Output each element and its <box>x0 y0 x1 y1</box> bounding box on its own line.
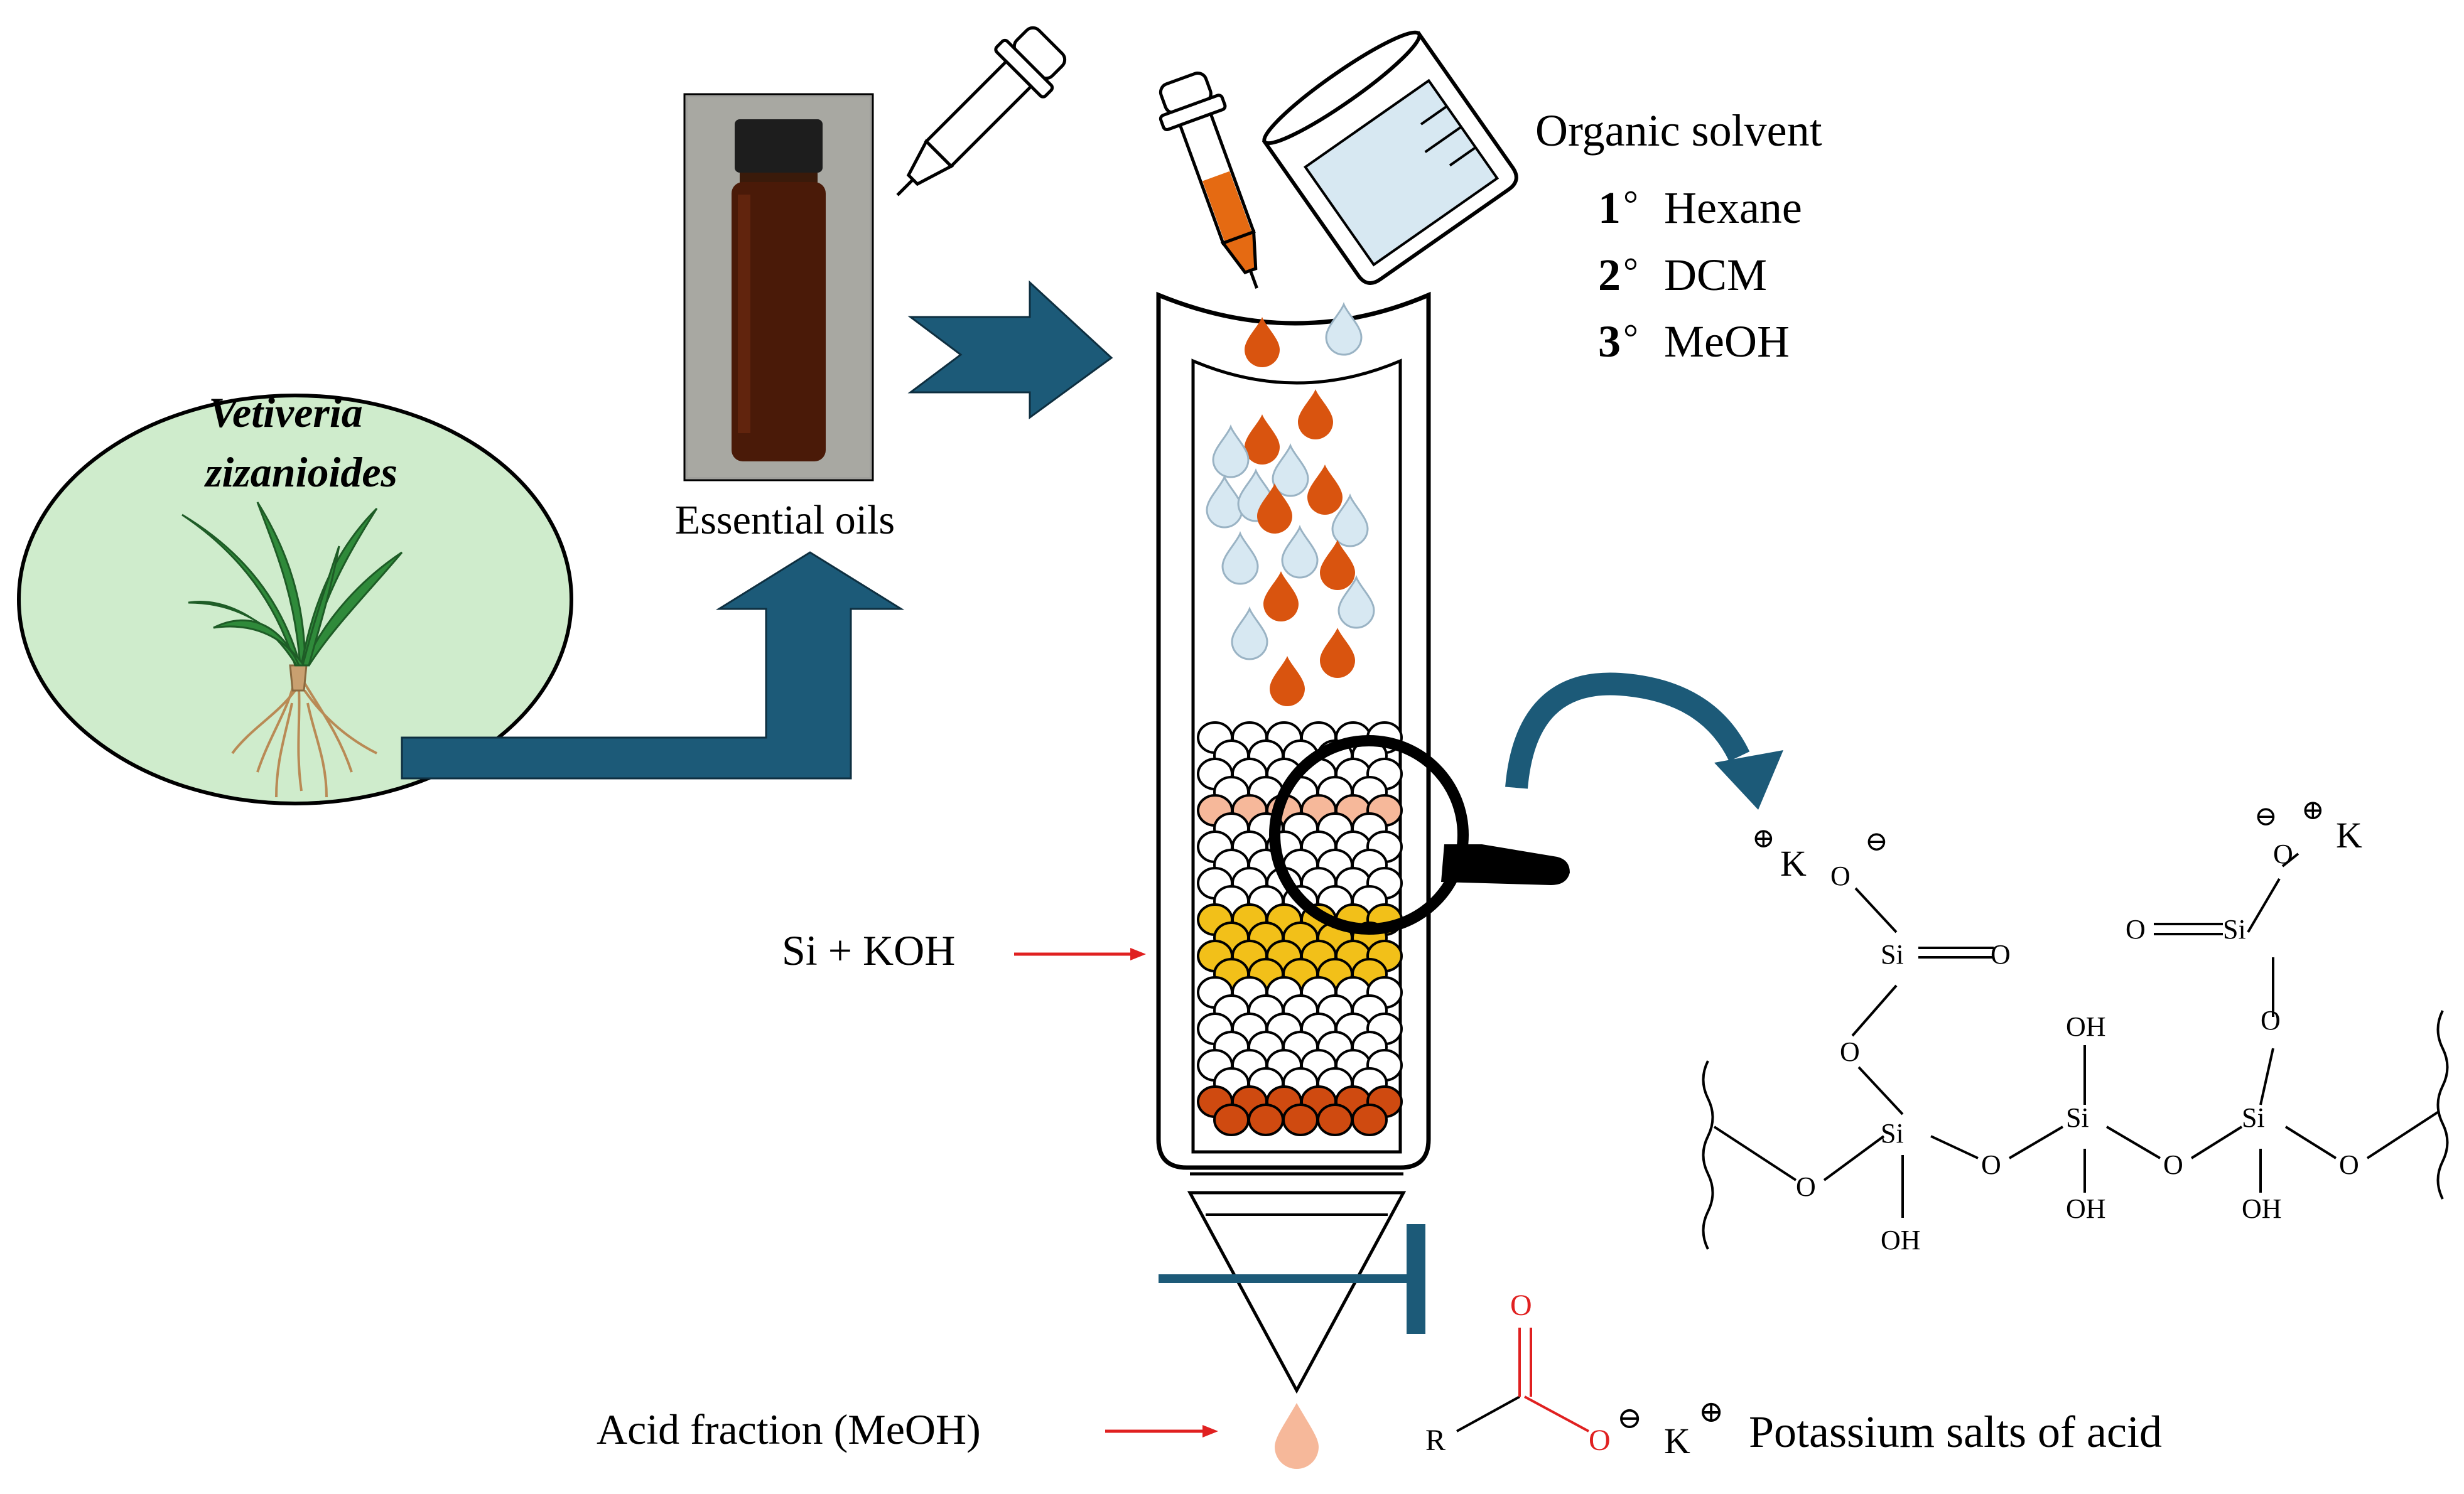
oil-drop <box>1245 414 1280 465</box>
dropper-oil-icon <box>1159 72 1258 289</box>
solvent-drop <box>1337 574 1375 629</box>
solvent-step-1-name: Hexane <box>1664 183 1802 233</box>
atom-si-3: Si <box>2242 1102 2265 1133</box>
solvent-step-2-name: DCM <box>1664 250 1767 300</box>
solvent-step-2-order: 2 <box>1598 250 1621 300</box>
oil-drop <box>1320 628 1355 678</box>
atom-plus-2: ⊕ <box>2301 795 2325 825</box>
vial-label: Essential oils <box>675 497 895 543</box>
stationary-phase-label: Si + KOH <box>782 927 955 974</box>
solvent-step-3-symbol: ° <box>1623 317 1638 358</box>
atom-si-4: Si <box>2223 914 2246 945</box>
atom-k-1: K <box>1780 843 1807 884</box>
curved-arrow <box>1505 672 1783 810</box>
packed-beads <box>1197 721 1403 1136</box>
oil-drop <box>1307 465 1343 515</box>
retained-band-bead <box>1248 1104 1284 1136</box>
vial-body <box>732 182 826 461</box>
solvent-drop <box>1272 443 1309 497</box>
atom-o-anion-1: O <box>1830 861 1851 891</box>
atom-plus-1: ⊕ <box>1752 823 1775 854</box>
vial-cap <box>735 119 823 173</box>
oil-drop <box>1270 656 1305 706</box>
solvent-step-3: 3 ° MeOH <box>1598 316 1790 367</box>
chevron-arrow <box>907 280 1113 419</box>
eluate-pointer-arrow <box>1105 1425 1218 1438</box>
solvent-step-2: 2 ° DCM <box>1598 250 1767 300</box>
silica-structure: O Si OH O Si O O ⊖ ⊕ K O Si OH OH O Si O… <box>1702 795 2449 1255</box>
solvent-step-1-order: 1 <box>1598 183 1621 233</box>
solvent-beaker-icon <box>1262 30 1518 285</box>
atom-o-anion-2: O <box>2273 839 2293 869</box>
atom-o-1: O <box>1796 1171 1816 1202</box>
atom-minus-1: ⊖ <box>1865 826 1888 857</box>
atom-o-4: O <box>2163 1149 2183 1180</box>
solvent-step-1-symbol: ° <box>1623 183 1638 225</box>
chromatography-column <box>1156 291 1431 1394</box>
vetiver-plant-icon <box>181 502 403 798</box>
solvent-drop <box>1331 493 1369 547</box>
atom-si-top: Si <box>1881 939 1904 970</box>
atom-si-1: Si <box>1881 1118 1904 1149</box>
solvent-drop <box>1231 606 1268 660</box>
oil-drop <box>1263 571 1299 621</box>
anion-charge: ⊖ <box>1617 1402 1642 1435</box>
r-group-label: R <box>1425 1424 1445 1457</box>
atom-o-double-2: O <box>2126 914 2146 945</box>
oil-drop <box>1320 540 1355 590</box>
carboxylate-structure: R O O ⊖ K ⊕ Potassium salts of acid <box>1425 1289 2162 1461</box>
falling-drops <box>1206 301 1375 706</box>
plant-name-line2: zizanioides <box>204 448 397 496</box>
solvent-step-3-order: 3 <box>1598 316 1621 367</box>
eluate-drop-icon <box>1275 1403 1319 1469</box>
atom-o-5: O <box>2339 1149 2359 1180</box>
wavy-bond-right <box>2436 1010 2449 1200</box>
atom-minus-2: ⊖ <box>2254 801 2278 832</box>
carbonyl-oxygen: O <box>1510 1289 1532 1322</box>
solvent-drop <box>1221 530 1259 585</box>
oil-drop <box>1245 317 1280 367</box>
product-label: Potassium salts of acid <box>1749 1407 2162 1457</box>
retained-band-bead <box>1317 1104 1353 1136</box>
magnifier-icon <box>1269 735 1570 935</box>
atom-o-3: O <box>1981 1149 2001 1180</box>
atom-k-2: K <box>2336 815 2362 856</box>
atom-oh-2: OH <box>2066 1011 2106 1042</box>
solvent-drop <box>1212 424 1250 478</box>
stationary-pointer-arrow <box>1014 948 1146 960</box>
solvent-drop <box>1281 524 1319 579</box>
dropper-outline-icon <box>896 26 1067 196</box>
atom-si-2: Si <box>2066 1102 2089 1133</box>
atom-o-double-1: O <box>1991 939 2011 970</box>
atom-oh-4: OH <box>2242 1193 2282 1224</box>
anion-oxygen: O <box>1589 1424 1611 1457</box>
wavy-bond-left <box>1702 1060 1714 1250</box>
oil-drop <box>1257 483 1292 534</box>
potassium-charge: ⊕ <box>1699 1395 1724 1429</box>
solvent-drop <box>1325 301 1363 356</box>
acid-fraction-label: Acid fraction (MeOH) <box>597 1405 981 1453</box>
solvent-step-2-symbol: ° <box>1623 250 1638 292</box>
elbow-arrow <box>401 551 905 780</box>
solvent-step-1: 1 ° Hexane <box>1598 183 1802 233</box>
atom-oh-1: OH <box>1881 1225 1921 1255</box>
solvent-step-3-name: MeOH <box>1664 316 1790 367</box>
solvent-title: Organic solvent <box>1535 105 1822 156</box>
potassium-ion: K <box>1664 1421 1690 1461</box>
oil-drop <box>1298 389 1333 439</box>
atom-oh-3: OH <box>2066 1193 2106 1224</box>
essential-oil-vial <box>683 93 874 481</box>
atom-o-6: O <box>2261 1005 2281 1036</box>
stopcock <box>1159 1274 1422 1283</box>
retained-band-bead <box>1351 1104 1388 1136</box>
plant-name-line1: Vetiveria <box>208 389 363 436</box>
retained-band-bead <box>1282 1104 1319 1136</box>
atom-o-2: O <box>1840 1036 1860 1067</box>
retained-band-bead <box>1213 1104 1250 1136</box>
plant-panel: Vetiveria zizanioides <box>17 389 573 805</box>
